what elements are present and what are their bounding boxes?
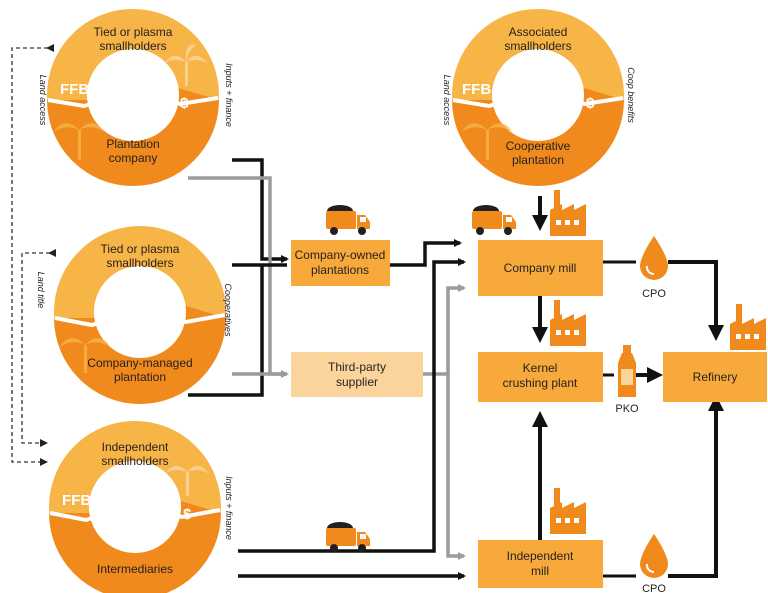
cycle-independent: Independent smallholders Intermediaries …: [49, 421, 234, 593]
cycle-company-managed: Tied or plasma smallholders Company-mana…: [36, 226, 233, 404]
oil-drop-icon: [640, 236, 668, 280]
box-label-1: Company-owned: [295, 248, 386, 262]
side-label-right: Inputs + finance: [224, 476, 234, 540]
palm-tree-icon: [164, 44, 208, 86]
factory-icon: [550, 300, 586, 346]
ffb-label: FFB: [62, 492, 91, 509]
dollar-icon: $: [183, 506, 192, 523]
palm-tree-icon: [54, 123, 104, 160]
box-company-mill: Company mill: [478, 240, 603, 296]
side-label-right: Cooperatives: [223, 283, 233, 337]
box-label-1: Kernel: [523, 361, 558, 375]
box-label-1: Company mill: [504, 261, 577, 275]
top-label-1: Associated: [509, 25, 568, 39]
dollar-icon: $: [586, 95, 595, 112]
side-label-left: Land title: [36, 272, 46, 309]
cycle-plantation-company: Tied or plasma smallholders Plantation c…: [38, 9, 234, 186]
ring-hole: [94, 266, 186, 358]
box-refinery: Refinery: [663, 352, 767, 402]
box-company-owned-plantations: Company-owned plantations: [291, 240, 390, 286]
bottom-label-2: plantation: [114, 370, 166, 384]
truck-icon: [326, 522, 370, 552]
dollar-icon: $: [180, 95, 189, 112]
palm-tree-icon: [462, 123, 512, 160]
cpo-label-top: CPO: [642, 288, 666, 300]
ffb-label: FFB: [462, 81, 491, 98]
bottom-label-2: company: [109, 151, 158, 165]
palm-tree-icon: [165, 465, 209, 496]
top-label-1: Independent: [102, 440, 169, 454]
bottle-icon: [618, 345, 636, 397]
bottom-label-1: Company-managed: [87, 356, 192, 370]
top-label-1: Tied or plasma: [101, 242, 180, 256]
top-label-2: smallholders: [101, 454, 168, 468]
box-label-2: supplier: [336, 375, 378, 389]
top-label-2: smallholders: [504, 39, 571, 53]
box-label-1: Independent: [507, 549, 574, 563]
box-kernel-crushing-plant: Kernel crushing plant: [478, 352, 603, 402]
box-label-1: Third-party: [328, 360, 386, 374]
bottom-label-1: Plantation: [106, 137, 159, 151]
box-label-2: crushing plant: [503, 376, 578, 390]
box-label-2: mill: [531, 564, 549, 578]
factory-icon: [550, 190, 586, 236]
box-label-1: Refinery: [693, 370, 738, 384]
factory-icon: [550, 488, 586, 534]
palm-tree-icon: [60, 338, 110, 373]
cpo-label-bottom: CPO: [642, 583, 666, 593]
ring-hole: [89, 461, 181, 553]
box-third-party-supplier: Third-party supplier: [291, 352, 423, 397]
top-label-2: smallholders: [106, 256, 173, 270]
box-label-2: plantations: [311, 263, 369, 277]
side-label-right: Inputs + finance: [224, 63, 234, 127]
bottom-label-1: Intermediaries: [97, 562, 173, 576]
truck-icon: [472, 205, 516, 235]
bottom-label-2: plantation: [512, 153, 564, 167]
pko-label: PKO: [615, 403, 639, 415]
truck-icon: [326, 205, 370, 235]
top-label-1: Tied or plasma: [94, 25, 173, 39]
box-independent-mill: Independent mill: [478, 540, 603, 588]
top-label-2: smallholders: [99, 39, 166, 53]
bottom-label-1: Cooperative: [506, 139, 571, 153]
ring-hole: [87, 49, 179, 141]
cycle-cooperative: Associated smallholders Cooperative plan…: [442, 9, 636, 186]
side-label-right: Coop benefits: [626, 67, 636, 123]
ffb-label: FFB: [60, 81, 89, 98]
dashed-connectors: [11, 44, 56, 466]
factory-icon: [730, 304, 766, 350]
flow-connectors: [188, 158, 724, 580]
ring-hole: [492, 49, 584, 141]
side-label-left: Land access: [38, 75, 48, 126]
oil-drop-icon: [640, 534, 668, 578]
side-label-left: Land access: [442, 75, 452, 126]
